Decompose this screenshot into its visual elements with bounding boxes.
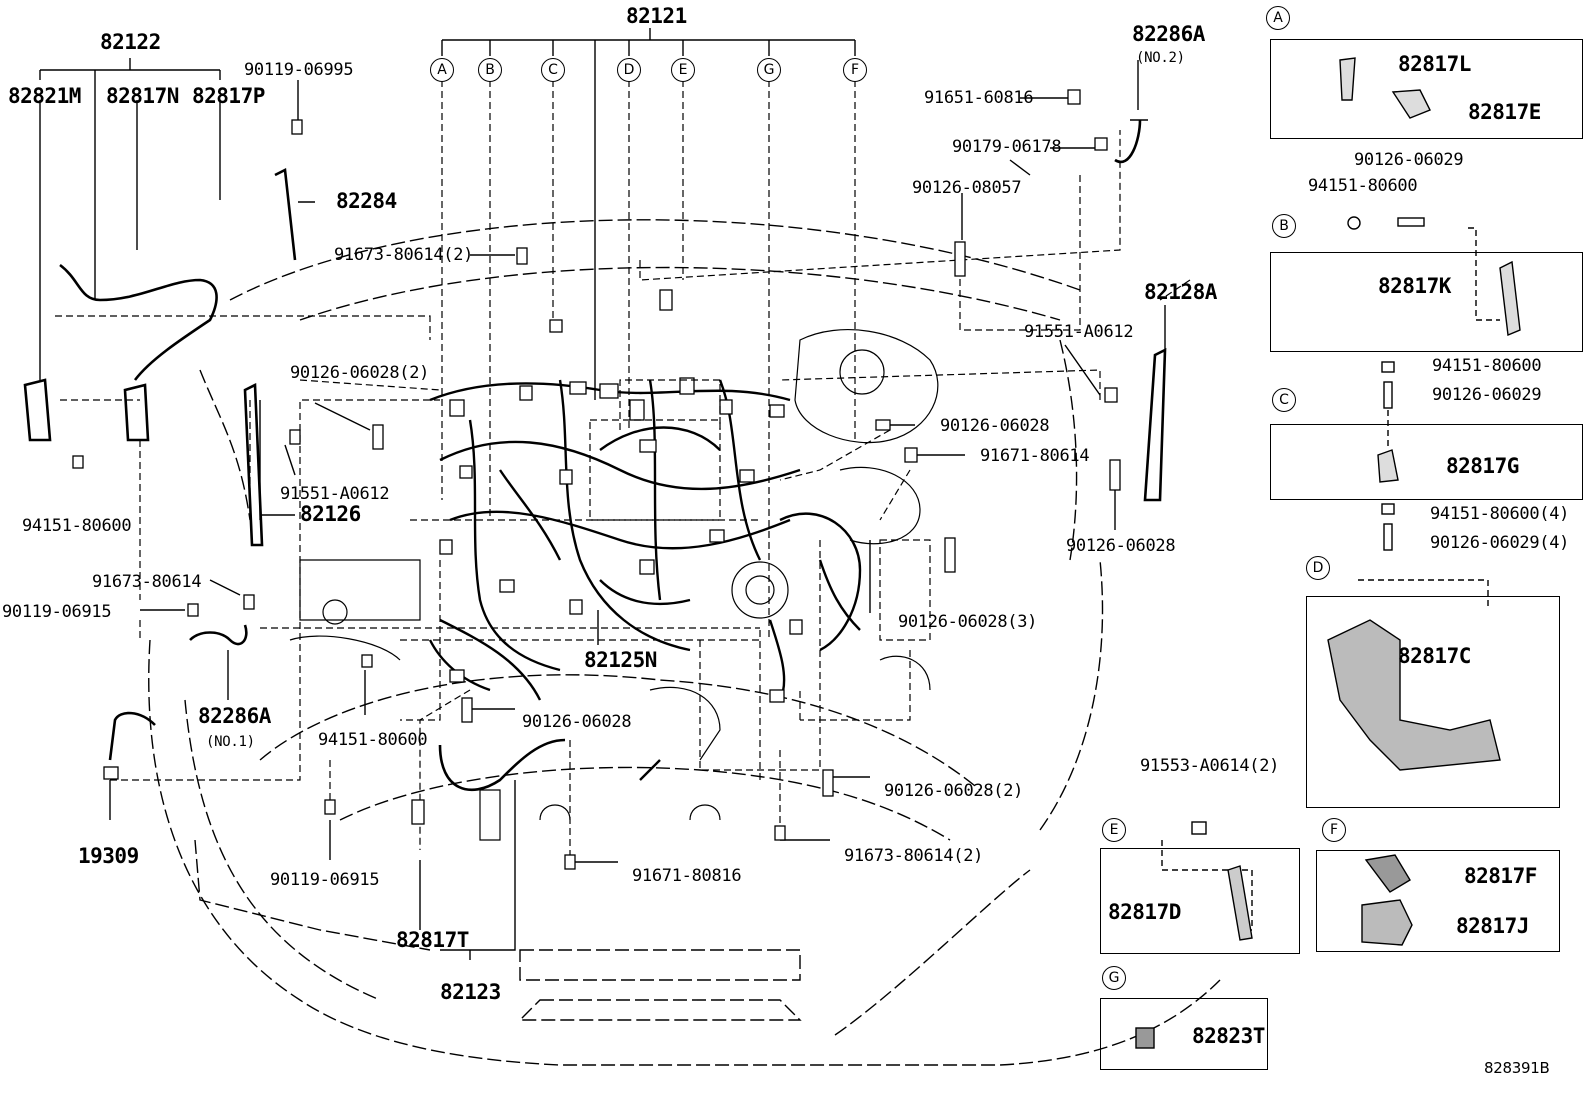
label-82122: 82122 (100, 30, 161, 54)
label-90126-08057: 90126-08057 (912, 178, 1022, 198)
label-82121: 82121 (626, 4, 687, 28)
inset-e-letter: E (1102, 818, 1126, 842)
label-94151-80600-mid: 94151-80600 (318, 730, 428, 750)
inset-b-top-94151-80600: 94151-80600 (1308, 176, 1418, 196)
label-90126-06028-2-lower: 90126-06028(2) (884, 781, 1024, 801)
harness-letter-b: B (478, 58, 502, 82)
left-side-parts (23, 119, 1167, 791)
label-82286a-bottom: 82286A (198, 704, 271, 728)
label-94151-80600-left: 94151-80600 (22, 516, 132, 536)
inset-f-letter: F (1322, 818, 1346, 842)
label-brackets (39, 28, 1166, 960)
label-91673-80614-2-bottom: 91673-80614(2) (844, 846, 984, 866)
label-91671-80816: 91671-80816 (632, 866, 742, 886)
inset-d-box (1306, 596, 1560, 808)
inset-a-box (1270, 39, 1583, 139)
inset-c-part-82817g: 82817G (1446, 454, 1519, 478)
inset-a-part-82817l: 82817L (1398, 52, 1471, 76)
inset-c-box (1270, 424, 1583, 500)
label-82817t: 82817T (396, 928, 469, 952)
inset-d-part-82817c: 82817C (1398, 644, 1471, 668)
inset-f-part-82817j: 82817J (1456, 914, 1529, 938)
label-91671-80614: 91671-80614 (980, 446, 1090, 466)
label-91551-a0612-right: 91551-A0612 (1024, 322, 1134, 342)
inset-g-letter: G (1102, 966, 1126, 990)
inset-d-top-90126-06029-4: 90126-06029(4) (1430, 533, 1570, 553)
label-90119-06915-left: 90119-06915 (2, 602, 112, 622)
harness-letter-e: E (671, 58, 695, 82)
main-harness-bundle (428, 379, 862, 781)
inset-a-part-82817e: 82817E (1468, 100, 1541, 124)
label-90119-06995: 90119-06995 (244, 60, 354, 80)
label-82821m: 82821M (8, 84, 81, 108)
inset-c-top-94151-80600: 94151-80600 (1432, 356, 1542, 376)
harness-leader-lines (55, 80, 1191, 860)
harness-letter-g: G (757, 58, 781, 82)
harness-letter-c: C (541, 58, 565, 82)
harness-letter-a: A (430, 58, 454, 82)
label-82284: 82284 (336, 189, 397, 213)
label-82125n: 82125N (584, 648, 657, 672)
figure-code: 828391B (1484, 1059, 1550, 1077)
label-90126-06028-mid: 90126-06028 (940, 416, 1050, 436)
label-91651-60816: 91651-60816 (924, 88, 1034, 108)
inset-illustrations (1135, 57, 1521, 1049)
inset-b-box (1270, 252, 1583, 352)
inset-b-part-82817k: 82817K (1378, 274, 1451, 298)
inset-c-letter: C (1272, 388, 1296, 412)
small-fasteners (72, 89, 1121, 870)
inset-b-letter: B (1272, 214, 1296, 238)
label-90126-06028-right: 90126-06028 (1066, 536, 1176, 556)
inset-c-top-90126-06029: 90126-06029 (1432, 385, 1542, 405)
engine-components (289, 329, 939, 841)
harness-letter-d: D (617, 58, 641, 82)
label-90119-06915-bottom: 90119-06915 (270, 870, 380, 890)
inset-f-part-82817f: 82817F (1464, 864, 1537, 888)
label-90179-06178: 90179-06178 (952, 137, 1062, 157)
inset-d-top-94151-80600-4: 94151-80600(4) (1430, 504, 1570, 524)
label-91673-80614-2-top: 91673-80614(2) (334, 245, 474, 265)
inset-b-top-90126-06029: 90126-06029 (1354, 150, 1464, 170)
inset-e-part-82817d: 82817D (1108, 900, 1181, 924)
label-90126-06028-2-left: 90126-06028(2) (290, 363, 430, 383)
label-90126-06028-lower: 90126-06028 (522, 712, 632, 732)
label-no1: (NO.1) (206, 734, 255, 750)
inset-e-top-91553-a0614-2: 91553-A0614(2) (1140, 756, 1280, 776)
label-91551-a0612-left: 91551-A0612 (280, 484, 390, 504)
inset-a-letter: A (1266, 6, 1290, 30)
label-82817p: 82817P (192, 84, 265, 108)
label-90126-06028-3: 90126-06028(3) (898, 612, 1038, 632)
label-82128a: 82128A (1144, 280, 1217, 304)
inset-g-box (1100, 998, 1268, 1070)
label-82817n: 82817N (106, 84, 179, 108)
label-91673-80614-left: 91673-80614 (92, 572, 202, 592)
vehicle-body-outline (148, 219, 1221, 1066)
harness-connectors (439, 289, 803, 703)
label-82123: 82123 (440, 980, 501, 1004)
inset-g-part-82823t: 82823T (1192, 1024, 1265, 1048)
label-19309: 19309 (78, 844, 139, 868)
inset-d-letter: D (1306, 556, 1330, 580)
inset-e-box (1100, 848, 1300, 954)
label-no2: (NO.2) (1136, 50, 1185, 66)
inset-f-box (1316, 850, 1560, 952)
label-82286a-top: 82286A (1132, 22, 1205, 46)
harness-letter-f: F (843, 58, 867, 82)
label-82126: 82126 (300, 502, 361, 526)
